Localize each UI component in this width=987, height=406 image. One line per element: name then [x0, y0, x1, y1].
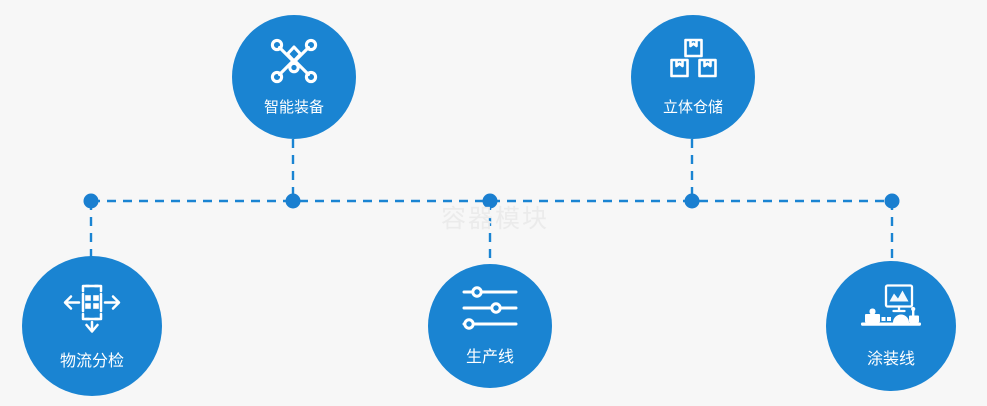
junction-warehouse[interactable]: [684, 193, 700, 209]
watermark-text: 容器模块: [440, 204, 549, 233]
node-label-stereoscopic-warehouse: 立体仓储: [662, 97, 723, 116]
network-nodes-icon: [269, 38, 319, 84]
sliders-icon: [462, 285, 518, 330]
node-label-intelligent-equipment: 智能装备: [263, 97, 324, 116]
node-logistics-sorting[interactable]: 物流分检: [22, 256, 162, 396]
stacked-boxes-icon: [669, 38, 717, 84]
node-label-painting-line: 涂装线: [866, 348, 915, 368]
node-stereoscopic-warehouse[interactable]: 立体仓储: [631, 15, 755, 139]
junction-logistics[interactable]: [83, 193, 99, 209]
junction-equipment[interactable]: [285, 193, 301, 209]
node-intelligent-equipment[interactable]: 智能装备: [232, 15, 356, 139]
sorting-arrows-icon: [63, 281, 121, 333]
node-production-line[interactable]: 生产线: [428, 264, 552, 388]
node-label-production-line: 生产线: [465, 346, 514, 366]
junction-painting[interactable]: [884, 193, 900, 209]
factory-monitor-icon: [860, 283, 922, 332]
node-painting-line[interactable]: 涂装线: [826, 261, 956, 391]
node-label-logistics-sorting: 物流分检: [59, 351, 124, 370]
